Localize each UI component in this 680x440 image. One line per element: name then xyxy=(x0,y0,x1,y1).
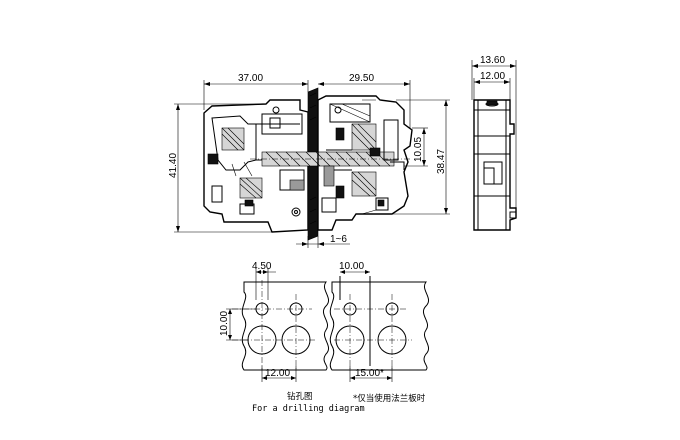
side-screw-window xyxy=(483,161,503,185)
drill-panel-right xyxy=(329,281,430,371)
dim-height-total: 41.40 xyxy=(168,153,179,178)
left-screw-block xyxy=(207,153,219,165)
dim-side-outer: 13.60 xyxy=(480,55,505,66)
side-body-outline xyxy=(473,99,517,231)
dim-drill-offset: 4.50 xyxy=(252,261,272,272)
left-housing-inner xyxy=(211,115,257,171)
dim-drill-pitch-a: 12.00 xyxy=(265,368,290,379)
right-housing-outline xyxy=(317,95,413,231)
right-terminal-top xyxy=(329,103,371,123)
dim-drill-row: 10.00 xyxy=(219,311,230,336)
drill-panel-left xyxy=(241,281,330,371)
dim-width-right: 29.50 xyxy=(349,73,374,84)
front-view: 37.00 29.50 41.40 38.47 10.05 xyxy=(168,73,450,248)
caption-drill-en: For a drilling diagram xyxy=(252,404,365,414)
dim-side-inner: 12.00 xyxy=(480,71,505,82)
drilling-diagram: 4.50 10.00 10.00 12.00 15.00* 钻孔图 For a … xyxy=(219,261,430,414)
dim-rail-height: 10.05 xyxy=(413,137,424,162)
side-view: 13.60 12.00 xyxy=(471,55,517,231)
caption-drill-cn: 钻孔图 xyxy=(287,391,313,402)
dim-height-right: 38.47 xyxy=(436,149,447,174)
dim-panel-range: 1~6 xyxy=(330,234,347,245)
dim-drill-pitch-b: 15.00* xyxy=(355,368,384,379)
dim-drill-offset-b: 10.00 xyxy=(339,261,364,272)
caption-note-cn: *仅当使用法兰板时 xyxy=(353,393,426,404)
left-mount-hole xyxy=(291,207,301,217)
dim-width-left: 37.00 xyxy=(238,73,263,84)
